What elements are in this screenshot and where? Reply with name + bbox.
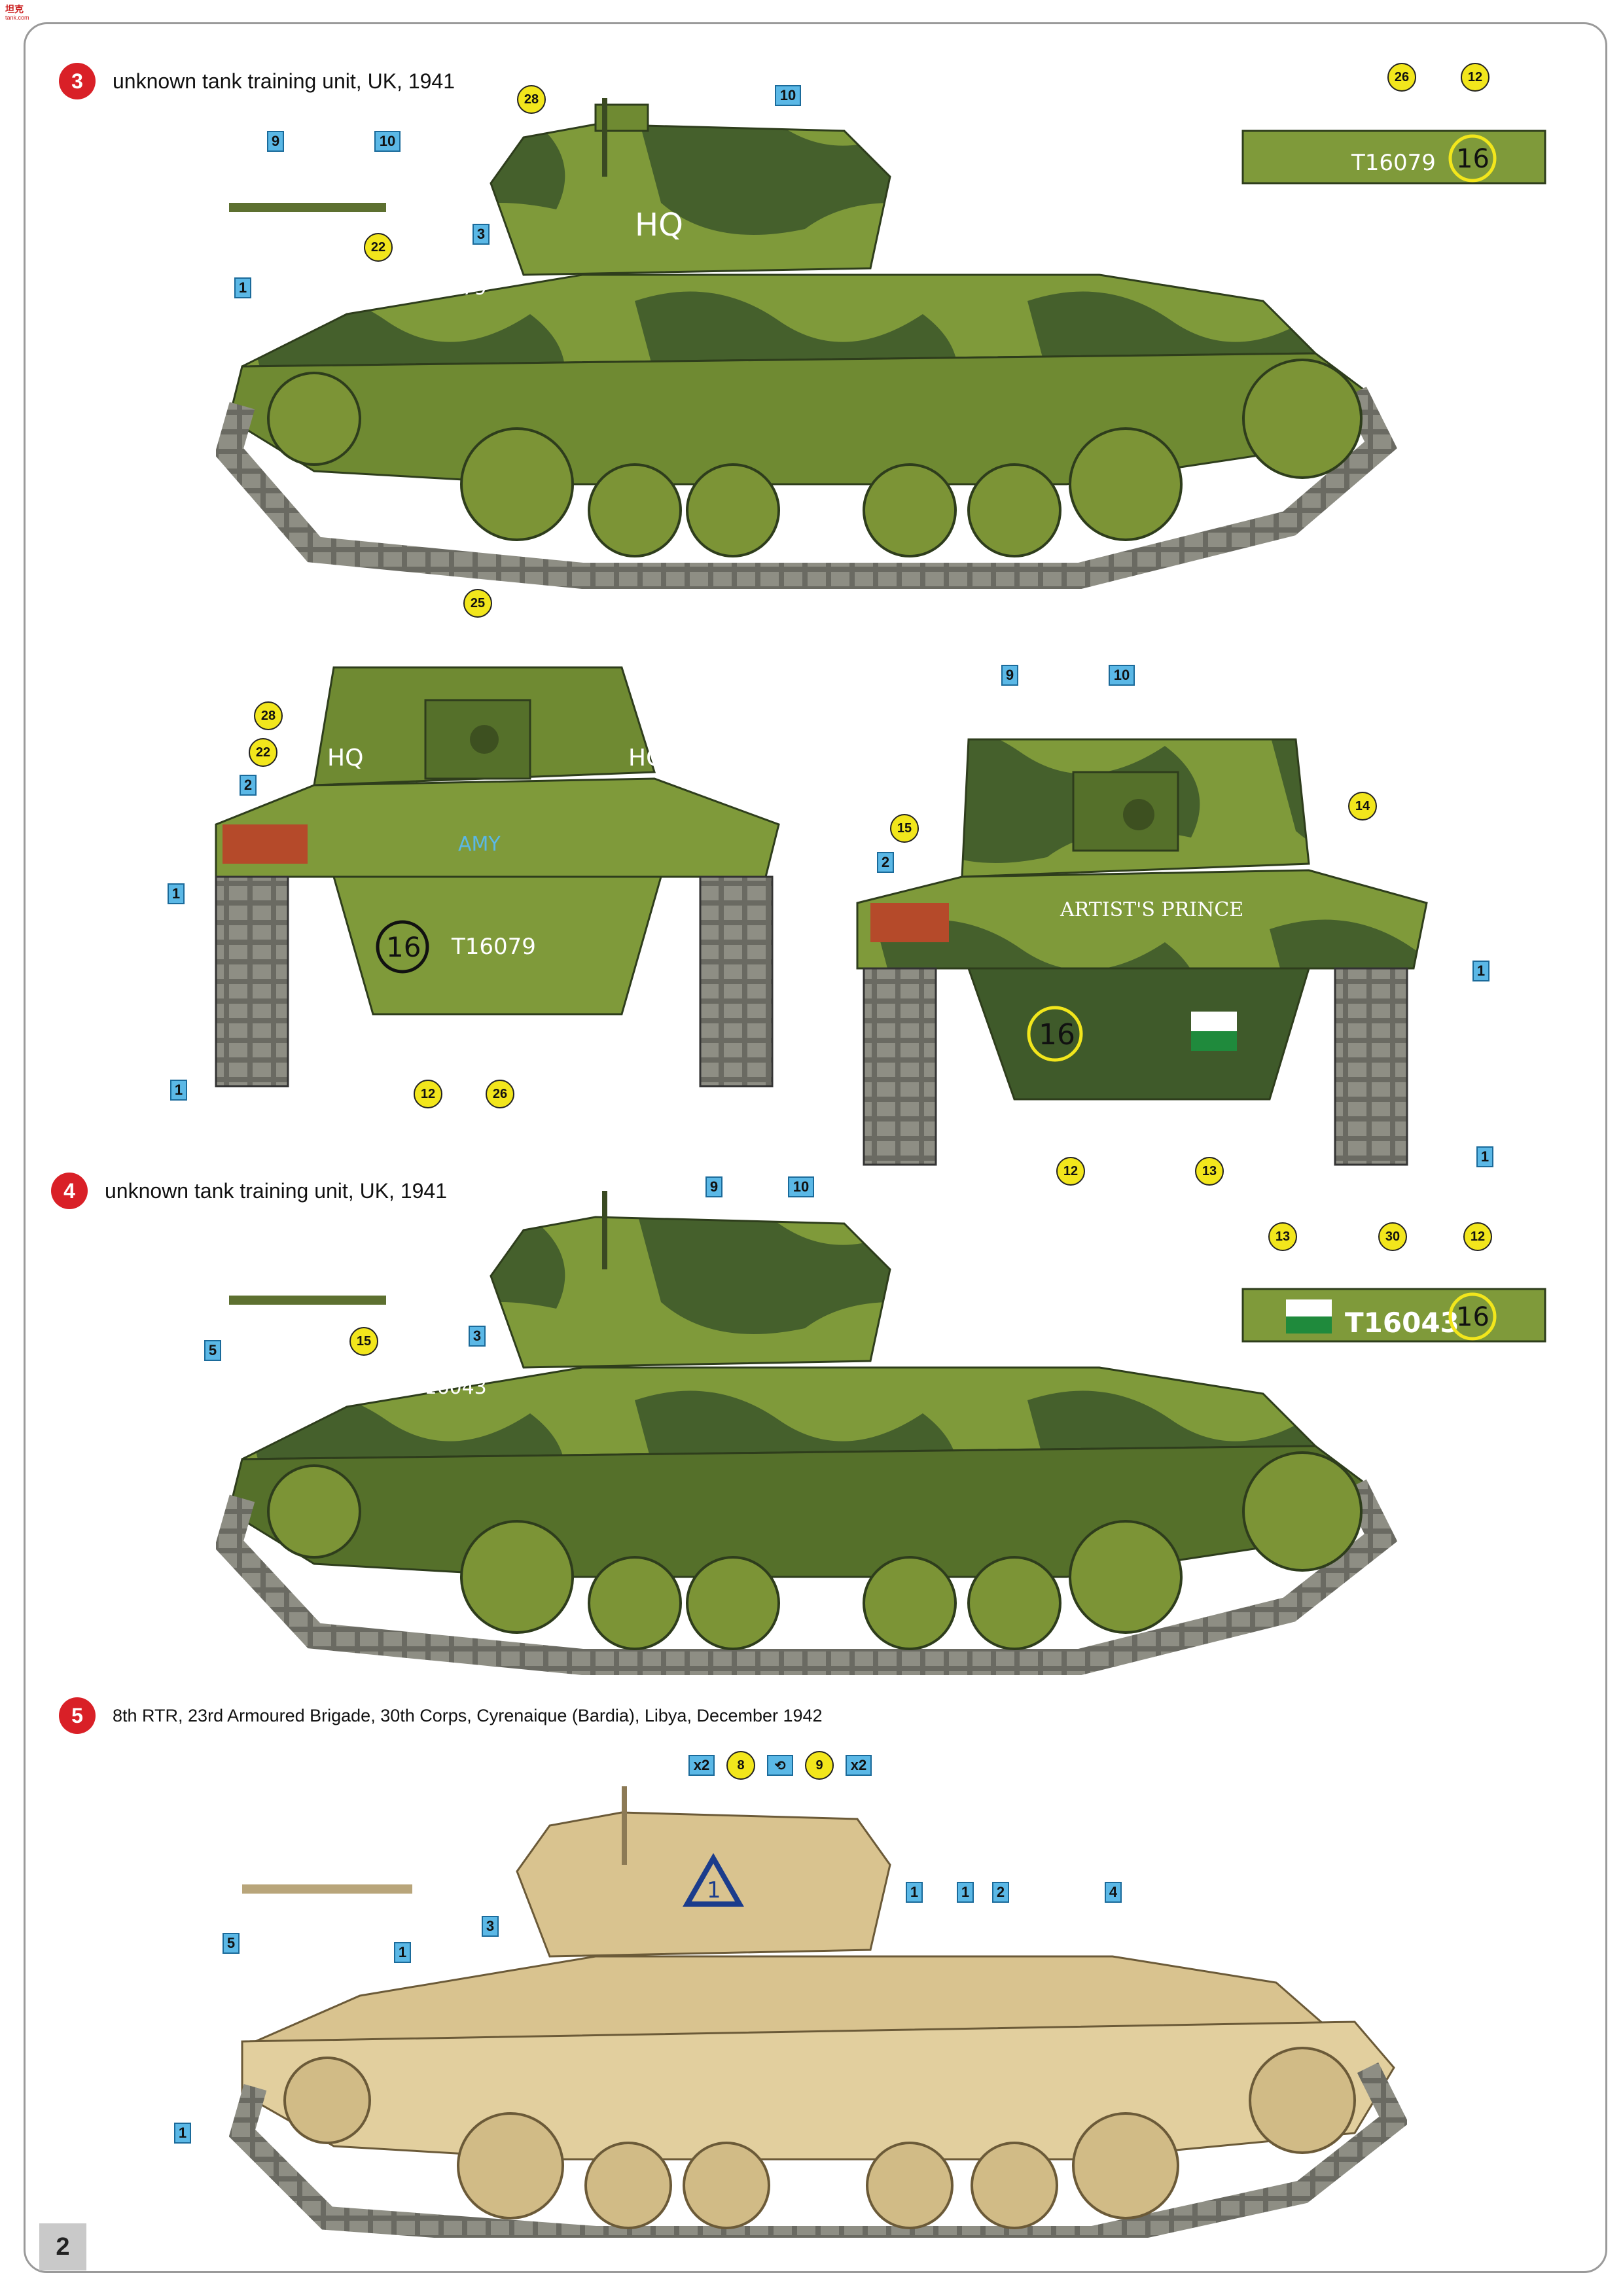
- tank-4-plate-reg: T16043: [1345, 1307, 1459, 1339]
- tank-4-hull-reg: T16043: [412, 1376, 487, 1399]
- callout-s5-4: 4: [1105, 1882, 1122, 1903]
- tank-3-plate-number: 16: [1456, 144, 1489, 174]
- legend-8: 8: [726, 1751, 755, 1780]
- callout-s4-30: 30: [1378, 1222, 1407, 1251]
- callout-s5-1a: 1: [394, 1942, 411, 1963]
- front-hq-left: HQ: [327, 745, 363, 771]
- front-name: AMY: [458, 833, 501, 856]
- legend-9: 9: [805, 1751, 834, 1780]
- tank-5-triangle-number: 1: [707, 1877, 721, 1903]
- callout-s4-9: 9: [705, 1176, 722, 1197]
- callout-rear-10: 10: [1109, 665, 1135, 686]
- rear-number: 16: [1039, 1018, 1075, 1051]
- callout-s5-3: 3: [482, 1916, 499, 1937]
- tank-5-legend-row: x2 8 ⟲ 9 x2: [688, 1751, 872, 1780]
- callout-front-1a: 1: [168, 883, 185, 904]
- callout-9: 9: [267, 131, 284, 152]
- callout-s4-10: 10: [788, 1176, 814, 1197]
- section-3-heading: 3 unknown tank training unit, UK, 1941: [59, 63, 455, 99]
- tank-4-plate: T16043 16: [1241, 1288, 1546, 1343]
- tank-3-hull-reg: T16079: [412, 277, 487, 300]
- callout-28: 28: [517, 85, 546, 114]
- callout-1: 1: [234, 277, 251, 298]
- callout-front-25: 25: [463, 589, 492, 618]
- callout-rear-1b: 1: [1476, 1146, 1493, 1167]
- front-reg: T16079: [451, 934, 536, 960]
- callout-rear-1a: 1: [1472, 961, 1489, 981]
- legend-x2-a: x2: [688, 1755, 715, 1776]
- section-3-number: 3: [59, 63, 96, 99]
- section-5-heading: 5 8th RTR, 23rd Armoured Brigade, 30th C…: [59, 1697, 823, 1734]
- front-hq-right: HQ: [628, 745, 664, 771]
- callout-s5-2: 2: [992, 1882, 1009, 1903]
- callout-rear-12: 12: [1056, 1157, 1085, 1186]
- callout-rear-2: 2: [877, 852, 894, 873]
- callout-3: 3: [473, 224, 490, 245]
- tank-3-rear-view: ARTIST'S PRINCE 16: [856, 738, 1428, 1166]
- callout-front-26: 26: [486, 1080, 514, 1108]
- rear-name: ARTIST'S PRINCE: [1060, 898, 1243, 921]
- callout-rear-9: 9: [1001, 665, 1018, 686]
- callout-s5-1c: 1: [957, 1882, 974, 1903]
- callout-10: 10: [775, 85, 801, 106]
- callout-s4-5: 5: [204, 1340, 221, 1361]
- callout-front-1b: 1: [170, 1080, 187, 1101]
- legend-x2-b: x2: [846, 1755, 872, 1776]
- site-logo-sub: tank.com: [5, 14, 29, 21]
- tank-4-plate-number: 16: [1456, 1302, 1489, 1332]
- callout-s4-13: 13: [1268, 1222, 1297, 1251]
- tank-3-side-view: HQ T16079: [216, 98, 1397, 589]
- section-5-title: 8th RTR, 23rd Armoured Brigade, 30th Cor…: [113, 1705, 823, 1725]
- section-4-heading: 4 unknown tank training unit, UK, 1941: [51, 1173, 447, 1209]
- tank-5-side-view: 1: [229, 1786, 1407, 2238]
- callout-s4-15: 15: [349, 1327, 378, 1356]
- callout-12: 12: [1461, 63, 1489, 92]
- tank-3-turret-marking: HQ: [635, 207, 683, 243]
- callout-s5-1b: 1: [906, 1882, 923, 1903]
- callout-22: 22: [364, 233, 393, 262]
- callout-rear-15: 15: [890, 814, 919, 843]
- callout-front-12: 12: [414, 1080, 442, 1108]
- tank-3-plate: T16079 16: [1241, 130, 1546, 185]
- callout-s5-1d: 1: [174, 2123, 191, 2144]
- callout-front-28: 28: [254, 701, 283, 730]
- tank-3-front-view: HQ HQ AMY 16 T16079: [215, 666, 780, 1087]
- callout-s5-5: 5: [223, 1933, 240, 1954]
- callout-s4-12: 12: [1463, 1222, 1492, 1251]
- section-3-title: unknown tank training unit, UK, 1941: [113, 69, 455, 93]
- callout-front-22: 22: [249, 738, 277, 767]
- callout-front-2: 2: [240, 775, 257, 796]
- callout-s4-3: 3: [469, 1326, 486, 1347]
- callout-26: 26: [1387, 63, 1416, 92]
- site-logo: 坦克: [5, 4, 24, 14]
- page-number-box: 2: [39, 2223, 86, 2270]
- section-4-title: unknown tank training unit, UK, 1941: [105, 1178, 447, 1203]
- section-4-number: 4: [51, 1173, 88, 1209]
- section-5-number: 5: [59, 1697, 96, 1734]
- front-number: 16: [386, 931, 421, 963]
- callout-rear-13: 13: [1195, 1157, 1224, 1186]
- tank-3-plate-reg: T16079: [1351, 150, 1436, 176]
- callout-10b: 10: [374, 131, 401, 152]
- swap-icon: ⟲: [767, 1755, 793, 1776]
- tank-4-side-view: T16043: [216, 1191, 1398, 1675]
- page-number: 2: [56, 2233, 70, 2261]
- callout-rear-14: 14: [1348, 792, 1377, 821]
